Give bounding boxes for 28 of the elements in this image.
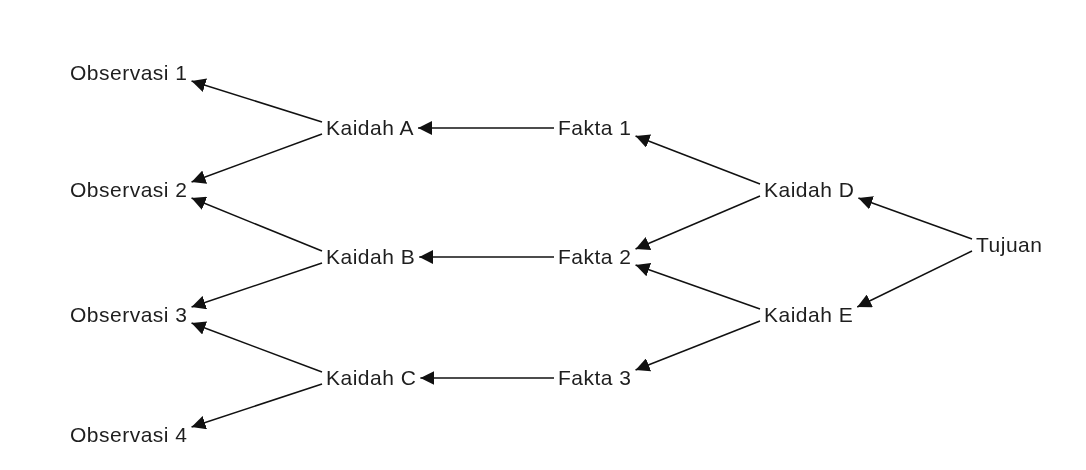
arrow — [190, 196, 323, 252]
node-label: Observasi 1 — [66, 59, 192, 87]
arrow — [190, 78, 323, 123]
arrow — [419, 371, 555, 385]
node-label: Fakta 3 — [554, 364, 636, 392]
arrow — [190, 383, 323, 430]
node-label: Kaidah C — [322, 364, 421, 392]
arrow — [634, 263, 761, 310]
arrow — [418, 250, 555, 264]
arrow — [190, 321, 323, 373]
node-label: Tujuan — [972, 231, 1047, 259]
node-label: Kaidah B — [322, 243, 420, 271]
arrow — [634, 195, 761, 250]
node-label: Observasi 4 — [66, 421, 192, 449]
node-label: Observasi 2 — [66, 176, 192, 204]
node-label: Kaidah A — [322, 114, 419, 142]
arrow — [856, 250, 973, 308]
node-label: Observasi 3 — [66, 301, 192, 329]
arrow — [857, 196, 973, 240]
node-label: Kaidah D — [760, 176, 859, 204]
node-label: Fakta 1 — [554, 114, 636, 142]
arrow — [190, 133, 323, 184]
node-label: Fakta 2 — [554, 243, 636, 271]
node-label: Kaidah E — [760, 301, 858, 329]
arrow — [634, 320, 761, 372]
arrow — [190, 262, 323, 310]
arrow — [417, 121, 555, 135]
arrow — [634, 134, 761, 185]
